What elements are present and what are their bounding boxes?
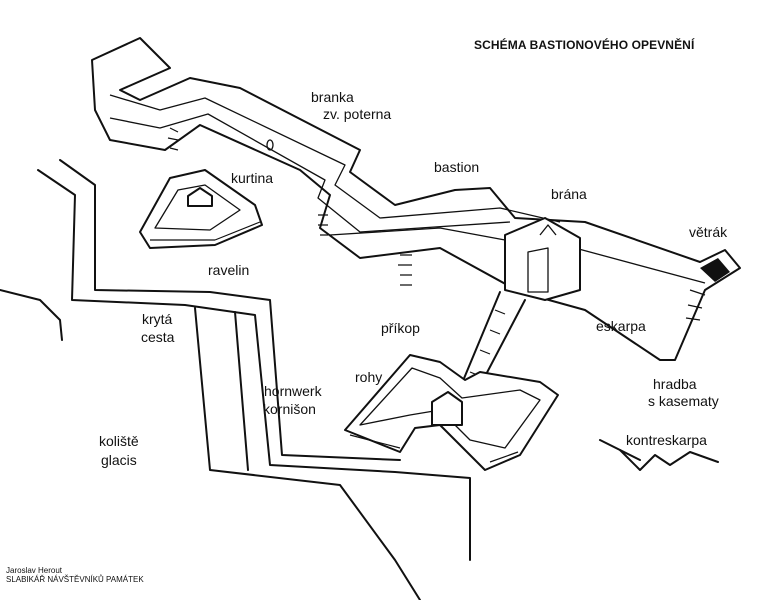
ravelin [139, 169, 263, 249]
label-kontreskarpa: kontreskarpa [626, 432, 707, 448]
label-s-kasematy: s kasematy [648, 393, 719, 409]
label-kurtina: kurtina [231, 170, 274, 186]
label-brana: brána [551, 186, 587, 202]
hornwork [344, 354, 559, 471]
label-rohy: rohy [355, 369, 383, 385]
counterscarp [599, 439, 719, 471]
diagram-title: SCHÉMA BASTIONOVÉHO OPEVNĚNÍ [474, 38, 695, 52]
label-eskarpa: eskarpa [596, 318, 646, 334]
label-koliste: koliště [99, 433, 139, 449]
credit-book: SLABIKÁŘ NÁVŠTĚVNÍKŮ PAMÁTEK [6, 575, 144, 584]
credit-author: Jaroslav Herout [6, 566, 63, 575]
label-ravelin: ravelin [208, 262, 250, 278]
glacis-outer-lines [0, 159, 471, 600]
label-branka: branka [311, 89, 354, 105]
main-wall [91, 37, 741, 361]
label-glacis: glacis [101, 452, 137, 468]
label-kornison: kornišon [263, 401, 316, 417]
label-zv-poterna: zv. poterna [323, 106, 392, 122]
label-hradba: hradba [653, 376, 697, 392]
label-bastion: bastion [434, 159, 480, 175]
label-prikop: příkop [381, 320, 420, 336]
label-kryta: krytá [142, 311, 173, 327]
label-cesta: cesta [141, 329, 175, 345]
label-hornwerk: hornwerk [264, 383, 322, 399]
label-vetrak: větrák [689, 224, 728, 240]
